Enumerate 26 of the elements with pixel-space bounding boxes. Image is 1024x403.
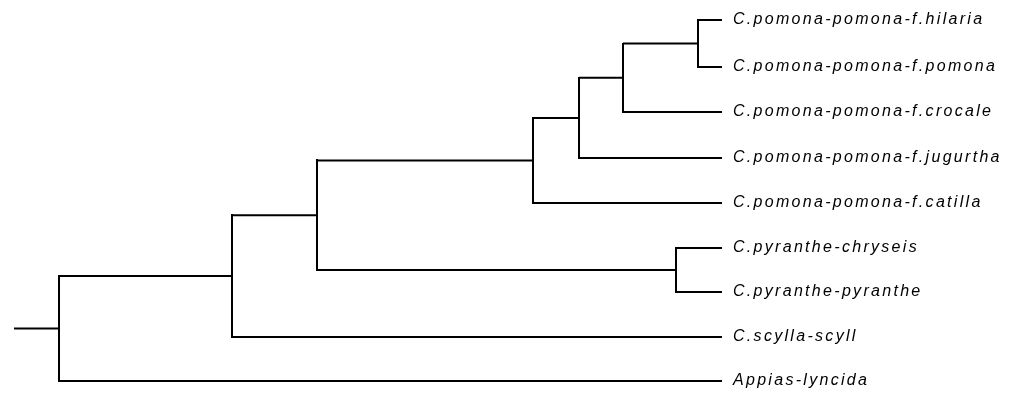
taxon-label: C.pomona-pomona-f.hilaria (722, 11, 985, 27)
tree-branch (622, 42, 698, 45)
tree-branch (675, 291, 723, 293)
tree-branch (622, 111, 723, 113)
tree-branch (578, 76, 623, 79)
taxon-label: C.scylla-scyll (722, 328, 858, 344)
taxon-label: Appias-lyncida (722, 372, 870, 388)
taxon-label: C.pyranthe-pyranthe (722, 283, 923, 299)
tree-branch (13, 327, 59, 330)
tree-branch (316, 159, 533, 162)
tree-branch (697, 19, 723, 21)
taxon-label: C.pyranthe-chryseis (722, 239, 919, 255)
tree-branch (675, 247, 723, 249)
tree-branch (231, 336, 723, 338)
taxon-label: C.pomona-pomona-f.crocale (722, 103, 994, 119)
tree-branch (316, 269, 676, 271)
tree-branch (532, 116, 579, 119)
taxon-label: C.pomona-pomona-f.jugurtha (722, 149, 1002, 165)
taxon-label: C.pomona-pomona-f.pomona (722, 58, 998, 74)
tree-branch (231, 214, 317, 217)
tree-branch (532, 202, 723, 204)
tree-branch (58, 380, 723, 382)
tree-branch (578, 157, 723, 159)
taxon-label: C.pomona-pomona-f.catilla (722, 194, 983, 210)
tree-branch (697, 66, 723, 68)
tree-branch (58, 275, 232, 278)
